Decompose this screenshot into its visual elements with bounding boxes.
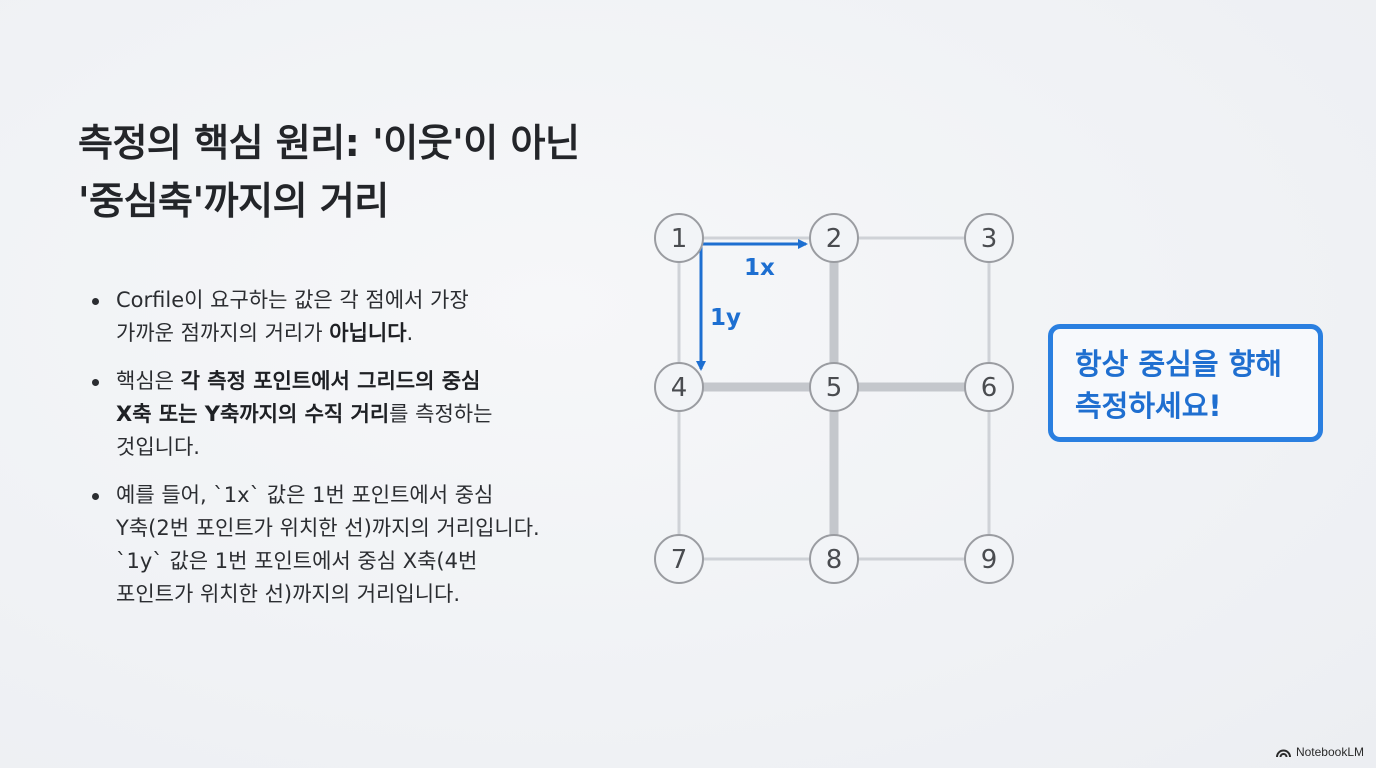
bullet-item-core-principle: 핵심은 각 측정 포인트에서 그리드의 중심 X축 또는 Y축까지의 수직 거리… [92,365,652,464]
notebooklm-logo-icon [1275,749,1291,757]
bullet-2-line-2-emphasis: X축 또는 Y축까지의 수직 거리 [116,402,390,426]
bullet-2-line-1-text: 핵심은 [116,369,181,393]
bullet-1-period: . [406,321,414,345]
bullet-dot [92,493,99,500]
bullet-2-line-2-text: 를 측정하는 [389,402,493,426]
bullet-2-line-1: 핵심은 각 측정 포인트에서 그리드의 중심 [116,365,652,398]
node-circle-8 [809,534,859,584]
bullet-3-line-2: Y축(2번 포인트가 위치한 선)까지의 거리입니다. [116,516,540,540]
bullet-dot [92,379,99,386]
grid-nodes: 1 2 3 4 5 6 7 8 9 [654,213,1014,584]
node-label-2: 2 [826,224,843,254]
center-axes [703,262,965,535]
bullet-item-example: 예를 들어, `1x` 값은 1번 포인트에서 중심 Y축(2번 포인트가 위치… [92,479,652,611]
node-circle-1 [654,213,704,263]
watermark-text: NotebookLM [1295,745,1364,759]
bullet-dot [92,298,99,305]
bullet-3-line-4: 포인트가 위치한 선)까지의 거리입니다. [116,582,461,606]
node-circle-2 [809,213,859,263]
bullet-3-line-1: 예를 들어, `1x` 값은 1번 포인트에서 중심 [116,483,494,507]
notebooklm-watermark: NotebookLM [1275,745,1364,759]
node-label-5: 5 [826,373,843,403]
bullet-1-line-2: 가까운 점까지의 거리가 아닙니다. [116,317,652,350]
title-line-1: 측정의 핵심 원리: '이웃'이 아닌 [78,121,580,165]
node-label-1: 1 [671,224,688,254]
node-label-4: 4 [671,373,688,403]
node-circle-4 [654,362,704,412]
bullet-1-emphasis: 아닙니다 [329,321,407,345]
measurement-arrows [696,239,808,371]
bullet-3-line-3: `1y` 값은 1번 포인트에서 중심 X축(4번 [116,549,478,573]
measure-x-label: 1x [744,255,775,281]
bullet-1-line-2-text: 가까운 점까지의 거리가 [116,321,330,345]
callout-line-2: 측정하세요! [1075,389,1222,423]
bullet-2-line-1-emphasis: 각 측정 포인트에서 그리드의 중심 [180,369,481,393]
bullet-1-line-1: Corfile이 요구하는 값은 각 점에서 가장 [116,288,469,312]
node-circle-7 [654,534,704,584]
node-label-9: 9 [981,545,998,575]
node-circle-5 [809,362,859,412]
node-label-7: 7 [671,545,688,575]
bullet-list: Corfile이 요구하는 값은 각 점에서 가장 가까운 점까지의 거리가 아… [92,284,652,626]
node-circle-6 [964,362,1014,412]
node-label-6: 6 [981,373,998,403]
title-line-2: '중심축'까지의 거리 [78,179,389,223]
measure-y-label: 1y [710,305,741,331]
callout-line-1: 항상 중심을 향해 [1075,347,1282,381]
slide-title: 측정의 핵심 원리: '이웃'이 아닌 '중심축'까지의 거리 [78,114,698,230]
callout-box: 항상 중심을 향해 측정하세요! [1048,324,1323,442]
bullet-2-line-2: X축 또는 Y축까지의 수직 거리를 측정하는 [116,398,652,431]
bullet-item-not-nearest: Corfile이 요구하는 값은 각 점에서 가장 가까운 점까지의 거리가 아… [92,284,652,350]
node-label-3: 3 [981,224,998,254]
bullet-2-line-3: 것입니다. [116,435,200,459]
node-circle-9 [964,534,1014,584]
node-label-8: 8 [826,545,843,575]
node-circle-3 [964,213,1014,263]
